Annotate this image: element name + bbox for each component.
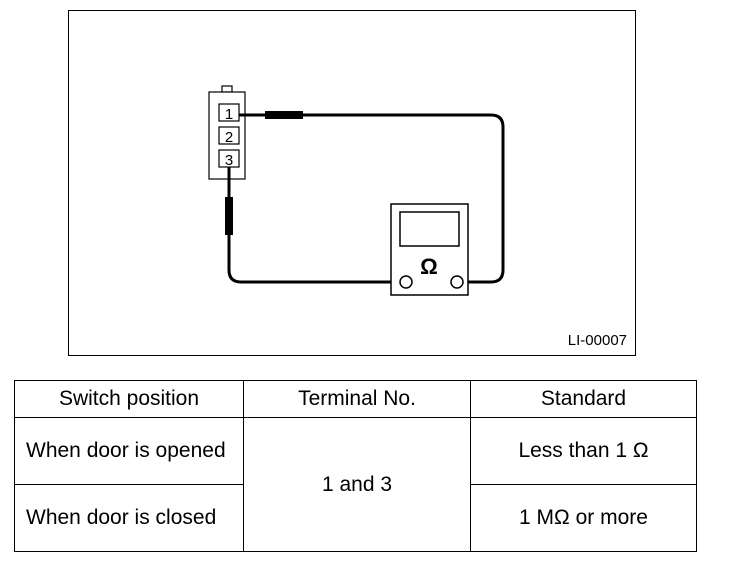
meter-terminal-right: [450, 275, 464, 289]
meter-terminal-left: [399, 275, 413, 289]
table-header-row: Switch position Terminal No. Standard: [14, 380, 697, 418]
spec-table: Switch position Terminal No. Standard Wh…: [14, 380, 697, 552]
lead-wire-pin3: [227, 167, 399, 284]
circuit-svg: 1 2 3 Ω: [208, 85, 505, 296]
ohmmeter-display: [399, 211, 460, 247]
switch-position-closed: When door is closed: [14, 484, 244, 552]
probe-pin1: [265, 111, 303, 119]
header-switch-position: Switch position: [14, 380, 244, 418]
table-row: When door is closed 1 MΩ or more: [14, 484, 697, 552]
header-terminal-no: Terminal No.: [243, 380, 471, 418]
table-row: When door is opened 1 and 3 Less than 1 …: [14, 417, 697, 552]
connector-latch: [221, 85, 233, 93]
lead-wire-pin1: [239, 113, 505, 284]
header-standard: Standard: [470, 380, 697, 418]
ohm-symbol-icon: Ω: [420, 254, 438, 279]
terminal-no-cell: 1 and 3: [243, 417, 471, 552]
pin-1-box: [218, 103, 240, 122]
pin-1-label: 1: [225, 106, 233, 123]
pin-2-label: 2: [225, 129, 233, 146]
pin-3-label: 3: [225, 152, 233, 169]
pin-2-box: [218, 126, 240, 145]
probe-pin3: [225, 197, 233, 235]
circuit-diagram: 1 2 3 Ω LI-00007: [68, 10, 636, 356]
figure-id-label: LI-00007: [567, 332, 627, 349]
standard-closed: 1 MΩ or more: [470, 484, 697, 552]
standard-opened: Less than 1 Ω: [470, 417, 697, 485]
switch-position-opened: When door is opened: [14, 417, 244, 485]
